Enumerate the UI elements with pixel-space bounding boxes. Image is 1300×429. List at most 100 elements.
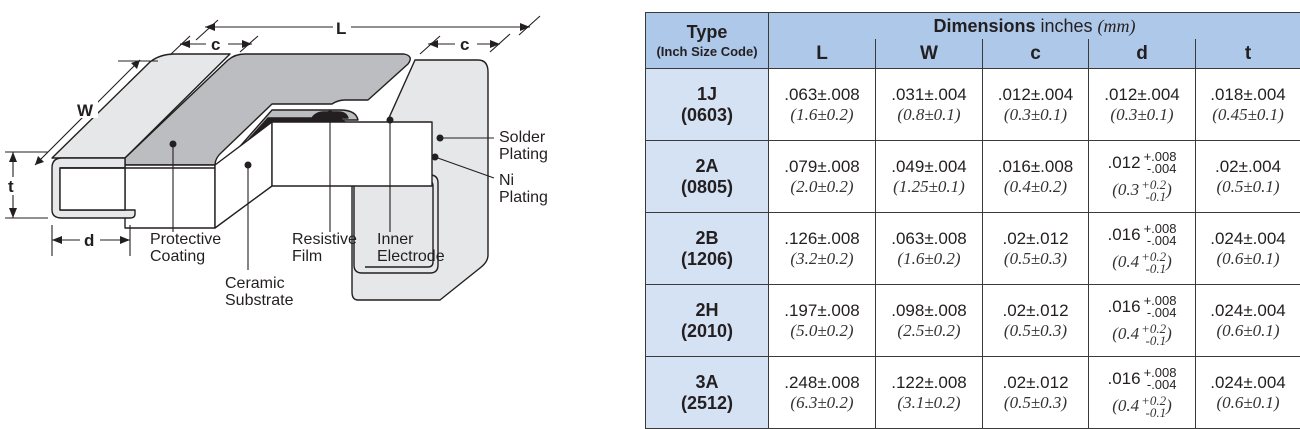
value-inch-asym: .012+.008-.004 (1089, 151, 1195, 175)
type-cell: 2A (0805) (646, 141, 769, 213)
value-inch-asym: .016+.008-.004 (1089, 223, 1195, 247)
cell-c: .02±.012(0.5±0.3) (983, 285, 1089, 357)
value-mm: (0.45±0.1) (1196, 105, 1300, 125)
inch-size-code: (2010) (646, 321, 768, 342)
type-cell: 2B (1206) (646, 213, 769, 285)
value-inch-asym: .016+.008-.004 (1089, 295, 1195, 319)
col-header-t: t (1196, 39, 1300, 69)
value-inch: .02±.012 (983, 301, 1088, 321)
ceramic-substrate (125, 165, 215, 228)
cell-t: .024±.004(0.6±0.1) (1196, 285, 1300, 357)
value-mm: (1.6±0.2) (876, 249, 982, 269)
inch-size-code: (2512) (646, 393, 768, 414)
cell-t: .024±.004(0.6±0.1) (1196, 213, 1300, 285)
value-mm: (0.6±0.1) (1196, 321, 1300, 341)
cell-L: .248±.008(6.3±0.2) (769, 357, 876, 429)
type-header: Type (Inch Size Code) (646, 13, 769, 69)
value-inch: .012±.004 (1089, 85, 1195, 105)
value-inch: .031±.004 (876, 85, 982, 105)
col-header-W: W (876, 39, 983, 69)
cell-L: .063±.008(1.6±0.2) (769, 69, 876, 141)
value-mm: (0.5±0.3) (983, 393, 1088, 413)
value-mm: (0.6±0.1) (1196, 393, 1300, 413)
col-header-L: L (769, 39, 876, 69)
value-inch: .012±.004 (983, 85, 1088, 105)
dim-label-c-right: c (460, 35, 469, 54)
value-inch: .098±.008 (876, 301, 982, 321)
cell-d: .016+.008-.004(0.4+0.2-0.1) (1089, 213, 1196, 285)
col-header-d: d (1089, 39, 1196, 69)
value-inch: .02±.012 (983, 373, 1088, 393)
value-inch: .024±.004 (1196, 373, 1300, 393)
cell-d: .012±.004(0.3±0.1) (1089, 69, 1196, 141)
cell-t: .024±.004(0.6±0.1) (1196, 357, 1300, 429)
value-mm: (0.6±0.1) (1196, 249, 1300, 269)
cell-t: .02±.004(0.5±0.1) (1196, 141, 1300, 213)
type-code: 1J (646, 84, 768, 105)
dimensions-label: Dimensions (933, 16, 1035, 36)
value-inch: .063±.008 (769, 85, 875, 105)
value-inch: .024±.004 (1196, 229, 1300, 249)
value-inch: .049±.004 (876, 157, 982, 177)
cell-d: .016+.008-.004(0.4+0.2-0.1) (1089, 357, 1196, 429)
value-mm: (6.3±0.2) (769, 393, 875, 413)
cell-c: .02±.012(0.5±0.3) (983, 213, 1089, 285)
value-mm: (3.2±0.2) (769, 249, 875, 269)
inch-size-code: (0805) (646, 177, 768, 198)
cell-L: .197±.008(5.0±0.2) (769, 285, 876, 357)
cell-c: .016±.008(0.4±0.2) (983, 141, 1089, 213)
value-mm-asym: (0.4+0.2-0.1) (1089, 395, 1195, 419)
value-inch: .016±.008 (983, 157, 1088, 177)
value-inch: .02±.004 (1196, 157, 1300, 177)
inch-size-code: (1206) (646, 249, 768, 270)
type-code: 2H (646, 300, 768, 321)
value-inch: .018±.004 (1196, 85, 1300, 105)
type-cell: 3A (2512) (646, 357, 769, 429)
value-inch: .122±.008 (876, 373, 982, 393)
dim-label-d: d (84, 231, 94, 250)
table-row: 2H (2010) .197±.008(5.0±0.2) .098±.008(2… (646, 285, 1300, 357)
value-mm: (5.0±0.2) (769, 321, 875, 341)
value-inch: .248±.008 (769, 373, 875, 393)
value-mm: (0.5±0.3) (983, 321, 1088, 341)
dimensions-header: Dimensions inches (mm) (769, 13, 1300, 40)
col-header-c: c (983, 39, 1089, 69)
value-inch: .126±.008 (769, 229, 875, 249)
type-header-sub: (Inch Size Code) (646, 43, 768, 61)
type-header-label: Type (687, 22, 728, 42)
cell-d: .016+.008-.004 (0.4+0.2-0.1) (1089, 285, 1196, 357)
dimensions-table: Type (Inch Size Code) Dimensions inches … (645, 12, 1300, 429)
value-mm: (1.6±0.2) (769, 105, 875, 125)
cell-t: .018±.004(0.45±0.1) (1196, 69, 1300, 141)
dim-label-c-left: c (211, 35, 220, 54)
table-row: 2A (0805) .079±.008(2.0±0.2) .049±.004(1… (646, 141, 1300, 213)
value-inch: .024±.004 (1196, 301, 1300, 321)
value-inch: .079±.008 (769, 157, 875, 177)
type-code: 2A (646, 156, 768, 177)
cell-W: .031±.004(0.8±0.1) (876, 69, 983, 141)
table-row: 3A (2512) .248±.008(6.3±0.2) .122±.008(3… (646, 357, 1300, 429)
cell-d: .012+.008-.004(0.3+0.2-0.1) (1089, 141, 1196, 213)
dimensions-unit: inches (1036, 16, 1098, 36)
dimensions-mm: (mm) (1098, 16, 1136, 36)
cell-W: .122±.008(3.1±0.2) (876, 357, 983, 429)
cell-L: .126±.008(3.2±0.2) (769, 213, 876, 285)
cell-L: .079±.008(2.0±0.2) (769, 141, 876, 213)
value-mm: (0.3±0.1) (983, 105, 1088, 125)
value-mm: (2.5±0.2) (876, 321, 982, 341)
type-code: 2B (646, 228, 768, 249)
dim-label-t: t (8, 177, 14, 196)
value-inch: .063±.008 (876, 229, 982, 249)
value-mm-asym: (0.4+0.2-0.1) (1089, 323, 1195, 347)
value-mm: (2.0±0.2) (769, 177, 875, 197)
cell-W: .049±.004(1.25±0.1) (876, 141, 983, 213)
value-mm: (0.5±0.3) (983, 249, 1088, 269)
cell-W: .063±.008(1.6±0.2) (876, 213, 983, 285)
table-row: 1J (0603) .063±.008(1.6±0.2) .031±.004(0… (646, 69, 1300, 141)
